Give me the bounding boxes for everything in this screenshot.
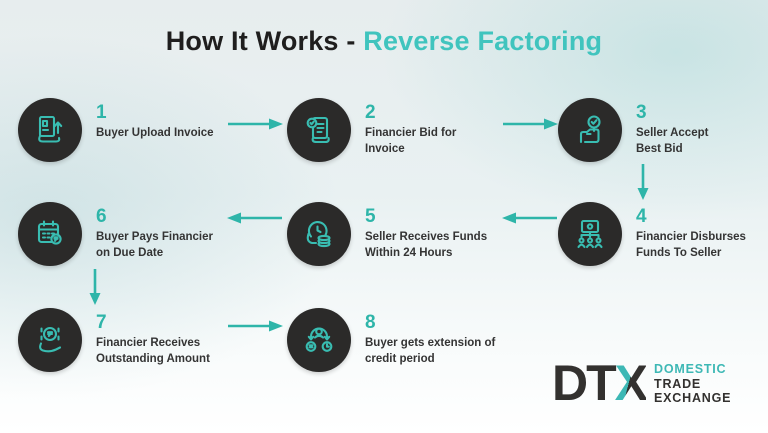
step-6: 6 Buyer Pays Financier on Due Date [18,202,228,266]
funds-clock-icon [287,202,351,266]
step-number: 5 [365,206,376,227]
step-number: 3 [636,102,647,123]
disburse-funds-icon [558,202,622,266]
step-7: 7 Financier Receives Outstanding Amount [18,308,234,372]
step-number: 7 [96,312,107,333]
step-label: Financier Bid for Invoice [365,127,457,155]
hand-coin-icon [18,308,82,372]
accept-bid-icon [558,98,622,162]
logo-x-letter: X [614,355,648,411]
step-1: 1 Buyer Upload Invoice [18,98,246,162]
step-8: 8 Buyer gets extension of credit period [287,308,507,372]
logo-dt-text: DT [552,355,617,411]
step-6-text: 6 Buyer Pays Financier on Due Date [96,202,228,261]
step-number: 6 [96,206,107,227]
arrow-right-icon [226,318,284,339]
step-5: 5 Seller Receives Funds Within 24 Hours [287,202,507,266]
step-7-text: 7 Financier Receives Outstanding Amount [96,308,234,367]
credit-extension-icon [287,308,351,372]
step-number: 8 [365,312,376,333]
step-4: 4 Financier Disburses Funds To Seller [558,202,764,266]
step-2: 2 Financier Bid for Invoice [287,98,480,162]
step-8-text: 8 Buyer gets extension of credit period [365,308,507,367]
step-number: 4 [636,206,647,227]
tagline-domestic: DOMESTIC [654,362,727,377]
step-1-text: 1 Buyer Upload Invoice [96,98,246,142]
step-number: 1 [96,102,107,123]
step-label: Financier Disburses Funds To Seller [636,231,746,259]
calendar-payment-icon [18,202,82,266]
step-number: 2 [365,102,376,123]
step-2-text: 2 Financier Bid for Invoice [365,98,480,157]
step-3-text: 3 Seller Accept Best Bid [636,98,736,157]
step-label: Buyer Pays Financier on Due Date [96,231,213,259]
step-label: Buyer gets extension of credit period [365,337,496,365]
dtx-logo-tagline: DOMESTIC TRADE EXCHANGE [654,360,731,405]
step-label: Seller Receives Funds Within 24 Hours [365,231,488,259]
arrow-left-icon [226,210,284,231]
step-label: Financier Receives Outstanding Amount [96,337,210,365]
bid-document-icon [287,98,351,162]
step-3: 3 Seller Accept Best Bid [558,98,736,162]
step-5-text: 5 Seller Receives Funds Within 24 Hours [365,202,507,261]
arrow-right-icon [501,116,559,137]
arrow-down-icon [87,268,103,311]
arrow-down-icon [635,163,651,206]
title-highlight: Reverse Factoring [363,26,603,56]
tagline-exchange: EXCHANGE [654,391,732,406]
title-prefix: How It Works - [165,26,364,56]
step-label: Seller Accept Best Bid [636,127,709,155]
arrow-right-icon [226,116,284,137]
tagline-trade: TRADE [654,376,702,391]
page-title: How It Works - Reverse Factoring [0,26,768,57]
step-4-text: 4 Financier Disburses Funds To Seller [636,202,764,261]
invoice-upload-icon [18,98,82,162]
step-label: Buyer Upload Invoice [96,127,214,139]
arrow-left-icon [501,210,559,231]
